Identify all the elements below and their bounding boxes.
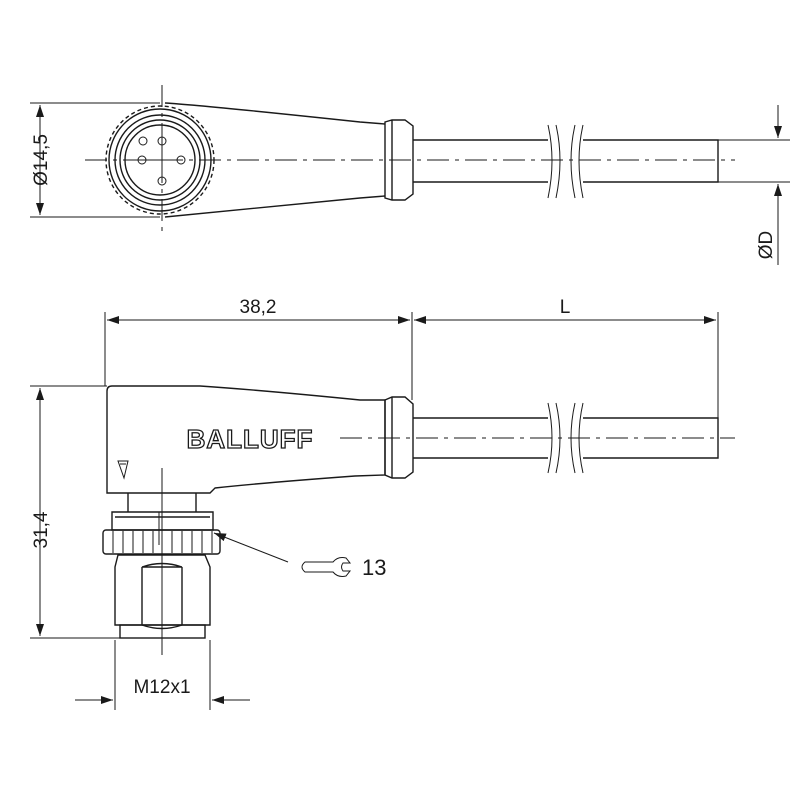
cable-length-label: L	[560, 297, 571, 318]
thread-label: M12x1	[133, 677, 190, 698]
side-view: 38,2 L BALLUFF 31,4 M12x1 13	[30, 297, 735, 710]
wrench-size-label: 13	[362, 555, 386, 580]
diameter-cable-label: ØD	[756, 231, 777, 260]
knurled-nut-face	[105, 105, 215, 215]
height-label: 31,4	[31, 511, 52, 548]
wrench-icon	[301, 557, 352, 577]
orientation-triangle-icon	[117, 460, 129, 480]
diameter-head-label: Ø14,5	[31, 134, 52, 186]
top-view: Ø14,5 ØD	[30, 85, 790, 265]
brand-logo: BALLUFF	[187, 424, 314, 454]
body-length-label: 38,2	[240, 297, 277, 318]
